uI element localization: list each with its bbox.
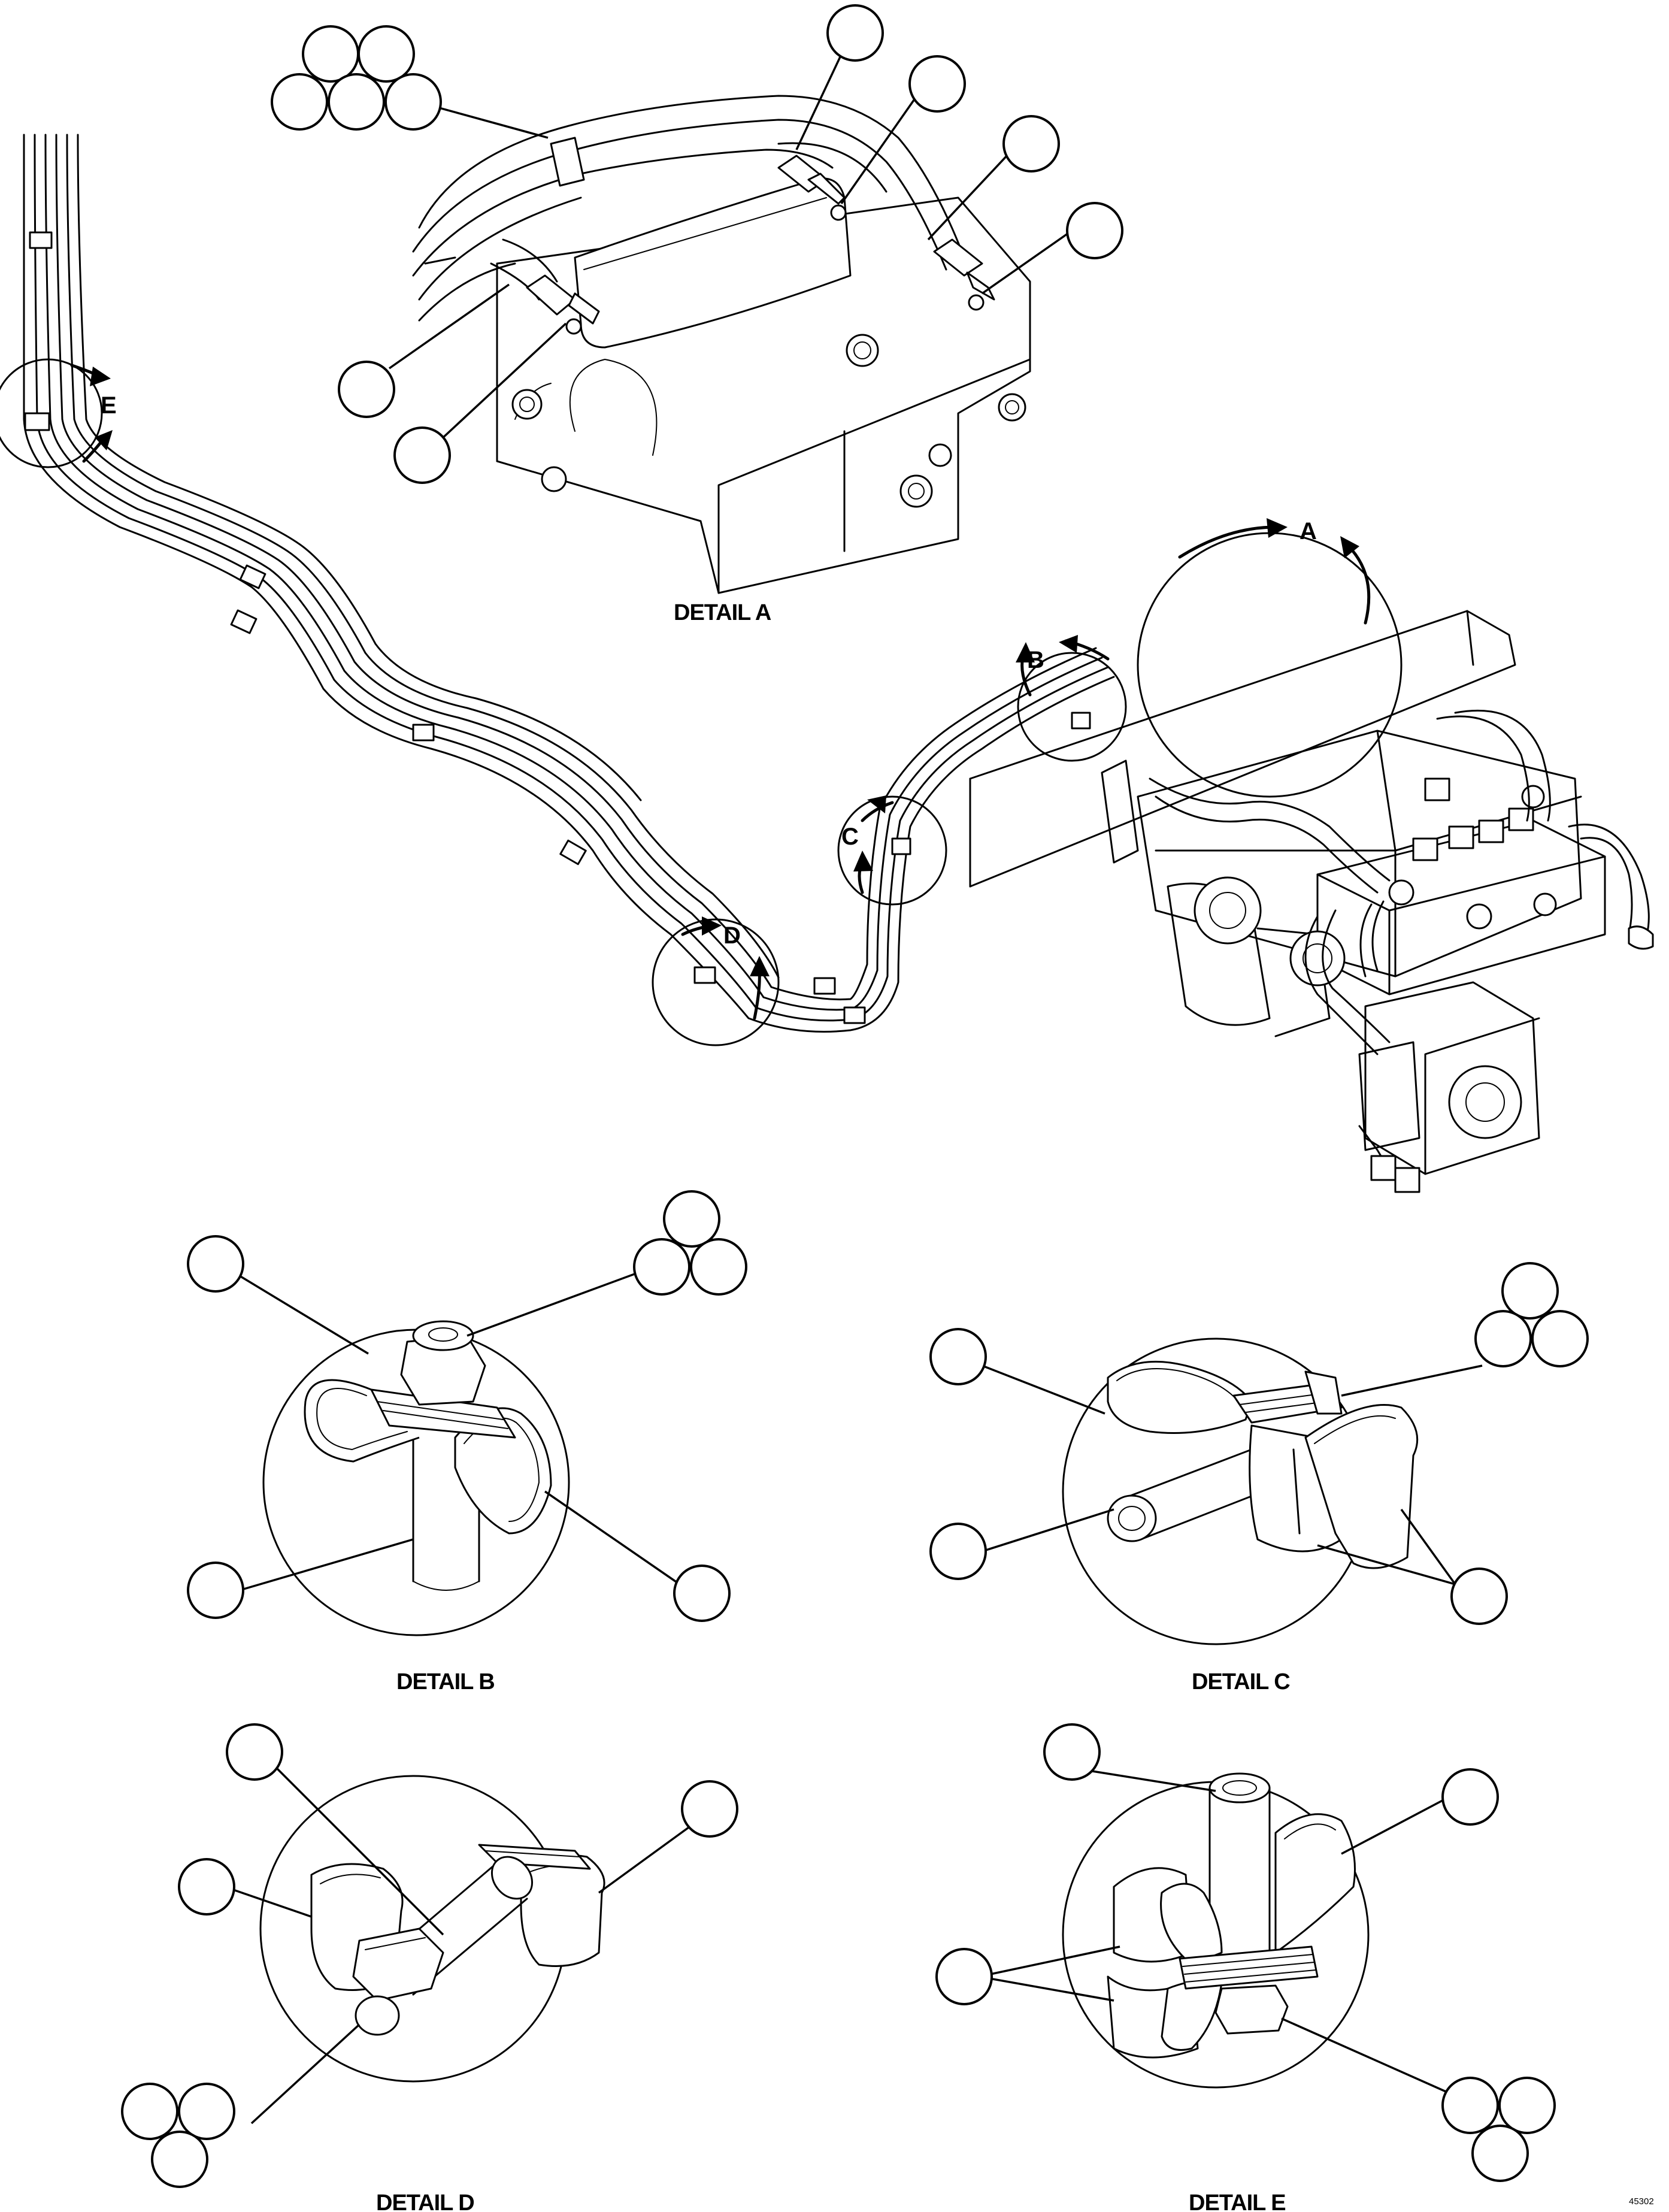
- caption-detail-e: DETAIL E: [1189, 2190, 1286, 2212]
- detail-c-view: [929, 1262, 1589, 1645]
- caption-detail-a: DETAIL A: [674, 600, 771, 625]
- detail-d-view: [121, 1723, 738, 2188]
- detail-e-view: [935, 1723, 1556, 2182]
- detail-arrows: [70, 364, 1371, 1020]
- detail-letters: A B C D E: [101, 392, 1317, 949]
- detail-marker-e: E: [101, 392, 117, 419]
- housing-bolts: [511, 334, 1026, 508]
- detail-marker-a: A: [1300, 518, 1317, 544]
- caption-detail-d: DETAIL D: [376, 2190, 474, 2212]
- valve-fittings: [1388, 777, 1557, 930]
- detail-marker-d: D: [723, 922, 741, 949]
- caption-detail-b: DETAIL B: [396, 1669, 495, 1694]
- drawing-code: 45302: [1629, 2196, 1654, 2207]
- detail-a-view: [412, 95, 1031, 594]
- callouts-detail-a: [271, 4, 1123, 484]
- hose-bundle-run: [23, 134, 1115, 1033]
- detail-b-view: [187, 1190, 747, 1636]
- detail-marker-c: C: [841, 824, 859, 850]
- detail-a-hoses: [412, 95, 995, 335]
- detail-marker-b: B: [1027, 647, 1044, 673]
- pump-assembly: [969, 610, 1654, 1193]
- run-clips: [24, 231, 1091, 1024]
- caption-detail-c: DETAIL C: [1192, 1669, 1290, 1694]
